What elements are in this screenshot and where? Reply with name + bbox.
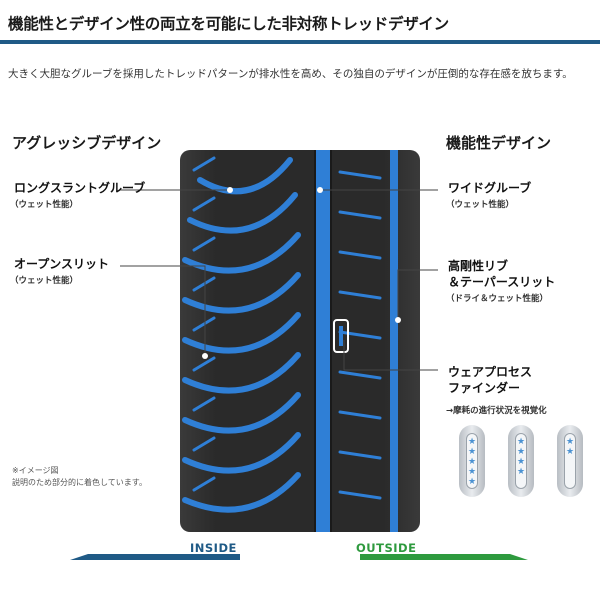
outside-arrow (360, 554, 528, 560)
taper-slits (338, 170, 382, 500)
tire-tread-illustration (180, 150, 420, 532)
image-note: ※イメージ図 説明のため部分的に着色しています。 (12, 465, 147, 489)
sublabel-open-slit: （ウェット性能） (10, 276, 79, 286)
label-wide-groove: ワイドグルーブ (448, 181, 532, 195)
label-taper-slit: ＆テーパースリット (448, 275, 556, 289)
page-title: 機能性とデザイン性の両立を可能にした非対称トレッドデザイン (8, 15, 449, 33)
right-heading: 機能性デザイン (446, 134, 552, 152)
left-heading: アグレッシブデザイン (12, 134, 162, 152)
outside-label: OUTSIDE (356, 541, 417, 555)
intro-text: 大きく大胆なグルーブを採用したトレッドパターンが排水性を高め、その独自のデザイン… (8, 68, 573, 80)
inside-label: INSIDE (190, 541, 237, 555)
sublabel-wide-groove: （ウェット性能） (446, 200, 515, 210)
sublabel-rigid-rib: （ドライ＆ウェット性能） (446, 294, 549, 304)
slant-grooves (182, 157, 301, 513)
note-line-2: 説明のため部分的に着色しています。 (12, 478, 147, 487)
wide-groove-center (316, 150, 330, 532)
title-rule (0, 40, 600, 44)
label-wear-process: ウェアプロセス (448, 365, 533, 379)
sublabel-wear-visualize: →摩耗の進行状況を視覚化 (446, 406, 547, 416)
sublabel-long-slant-groove: （ウェット性能） (10, 200, 79, 210)
note-line-1: ※イメージ図 (12, 466, 59, 475)
tread-base (180, 150, 420, 532)
wide-groove-right (390, 150, 398, 532)
wear-indicator-worn: ★ ★ (557, 425, 583, 497)
label-open-slit: オープンスリット (14, 257, 110, 271)
label-rigid-rib: 高剛性リブ (448, 259, 509, 273)
wear-finder-marker (333, 319, 349, 353)
label-long-slant-groove: ロングスラントグルーブ (14, 181, 146, 195)
wear-indicator-new: ★ ★ ★ ★ ★ (459, 425, 485, 497)
wear-indicator-mid: ★ ★ ★ ★ (508, 425, 534, 497)
inside-arrow (70, 554, 240, 560)
label-finder: ファインダー (448, 381, 521, 395)
inside-outside-arrows (70, 554, 528, 560)
